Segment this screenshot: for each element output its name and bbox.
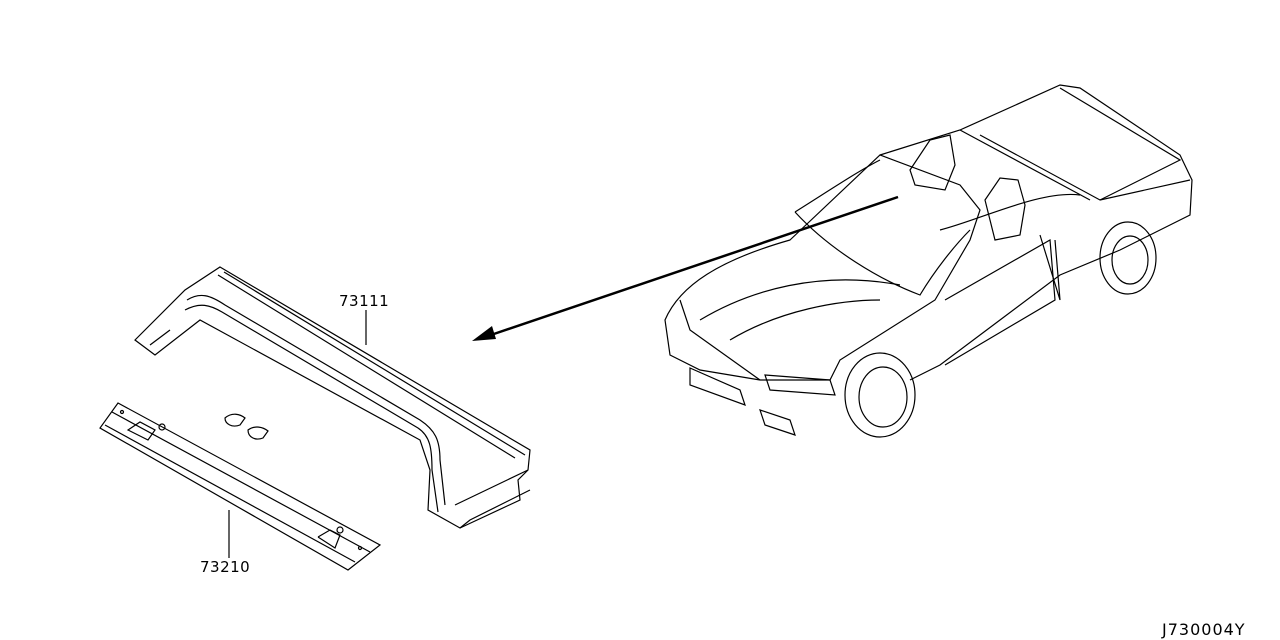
part-73111-drawing[interactable] bbox=[134, 266, 531, 529]
location-arrow bbox=[472, 195, 899, 341]
part-number-73210[interactable]: 73210 bbox=[200, 558, 251, 576]
part-73210-drawing[interactable] bbox=[99, 402, 382, 571]
diagram-id: J730004Y bbox=[1162, 620, 1246, 639]
convertible-car-drawing bbox=[664, 84, 1193, 438]
part-number-73111[interactable]: 73111 bbox=[339, 292, 390, 310]
